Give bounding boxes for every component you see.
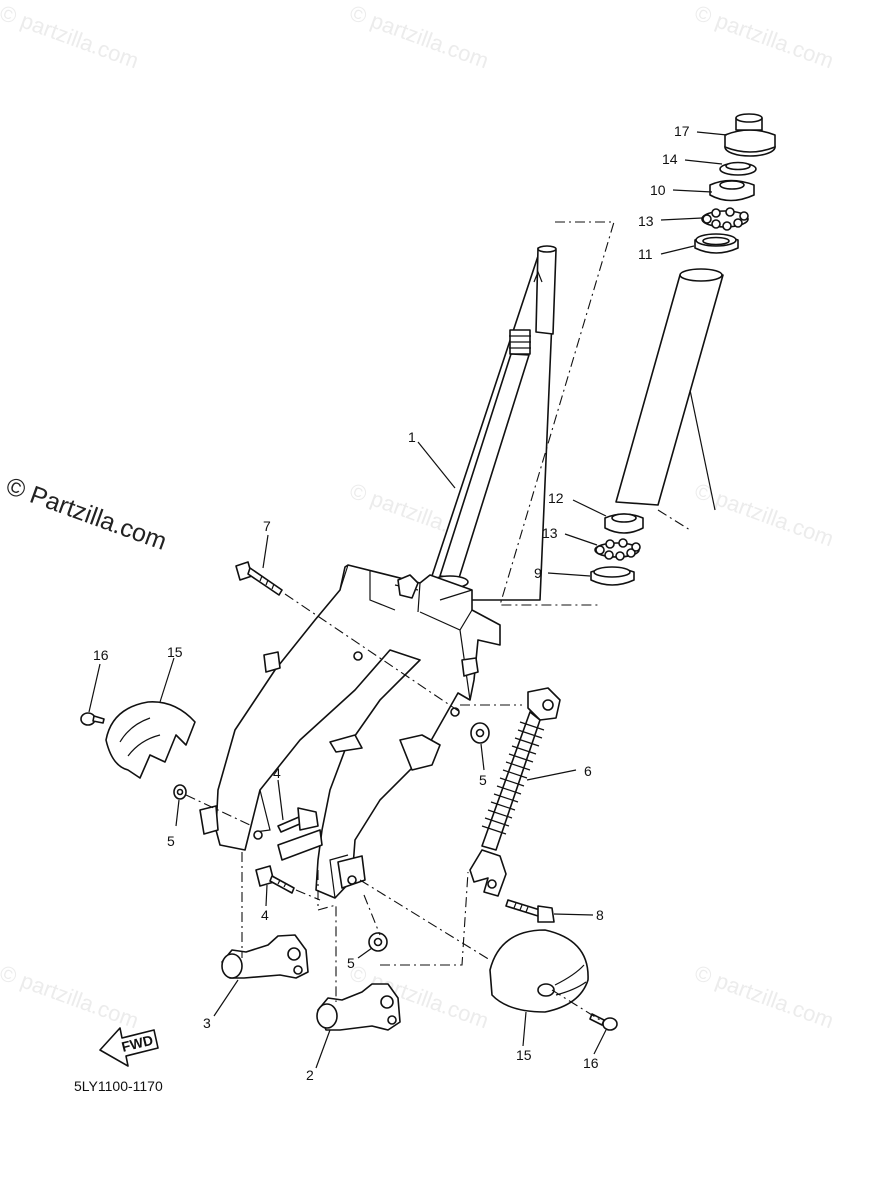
axis-line [185,794,601,1021]
nut-part-5-right[interactable] [470,722,490,744]
screw-part-16-left[interactable] [80,712,105,726]
ball-bearing-part-13-lower[interactable] [594,538,641,561]
assembly-guide-line [499,221,615,606]
axis-line [284,593,461,713]
race-part-9[interactable] [590,566,635,586]
bracket-part-3[interactable] [221,934,309,979]
bearing-cover-part-17[interactable] [724,113,776,157]
callout-15: 15 [516,1047,532,1063]
fwd-arrow-label: FWD [120,1032,155,1055]
callout-11: 11 [638,246,653,262]
callout-3: 3 [203,1015,211,1031]
diagram-code: 5LY1100-1170 [74,1078,163,1094]
callout-13: 13 [638,213,654,229]
callout-2: 2 [306,1067,314,1083]
callout-7: 7 [263,518,271,534]
steering-shaft-part-1[interactable] [423,245,557,601]
callout-5: 5 [479,772,487,788]
rear-cushion-part-6[interactable] [469,687,561,897]
lower-race-part-11[interactable] [694,233,739,254]
callout-13: 13 [542,525,558,541]
nut-part-5-lower[interactable] [368,932,388,952]
leader-lines [88,131,728,1069]
callout-4: 4 [261,907,269,923]
callout-16: 16 [583,1055,599,1071]
callout-9: 9 [534,565,542,581]
bolt-part-7[interactable] [235,561,283,596]
callout-1: 1 [408,429,416,445]
ball-bearing-part-13-upper[interactable] [701,207,749,231]
axis-line [241,852,469,1002]
upper-race-part-10[interactable] [709,179,755,202]
washer-part-5-left[interactable] [173,784,187,800]
callout-6: 6 [584,763,592,779]
front-fork-body [199,564,501,899]
bolt-part-4-lower[interactable] [255,865,295,894]
axis-line [295,889,321,901]
callout-8: 8 [596,907,604,923]
callout-12: 12 [548,490,564,506]
callout-16: 16 [93,647,109,663]
head-pipe-tube [615,268,724,531]
callout-10: 10 [650,182,666,198]
callout-15: 15 [167,644,183,660]
screw-part-16-right[interactable] [589,1013,618,1031]
callout-5: 5 [167,833,175,849]
fwd-arrow-icon: FWD [99,1027,159,1067]
ring-nut-part-14[interactable] [719,161,757,176]
race-part-12[interactable] [604,513,644,534]
callout-labels: 1 2 3 4 4 5 5 5 6 7 8 9 10 11 12 13 13 1… [93,123,690,1083]
bolt-part-8[interactable] [505,899,555,923]
callout-5: 5 [347,955,355,971]
callout-4: 4 [273,765,281,781]
bracket-part-2[interactable] [316,983,401,1031]
bolt-part-4-upper[interactable] [277,807,319,833]
cover-part-15-right[interactable] [489,929,589,1013]
cover-part-15-left[interactable] [105,701,196,779]
callout-14: 14 [662,151,678,167]
callout-17: 17 [674,123,690,139]
